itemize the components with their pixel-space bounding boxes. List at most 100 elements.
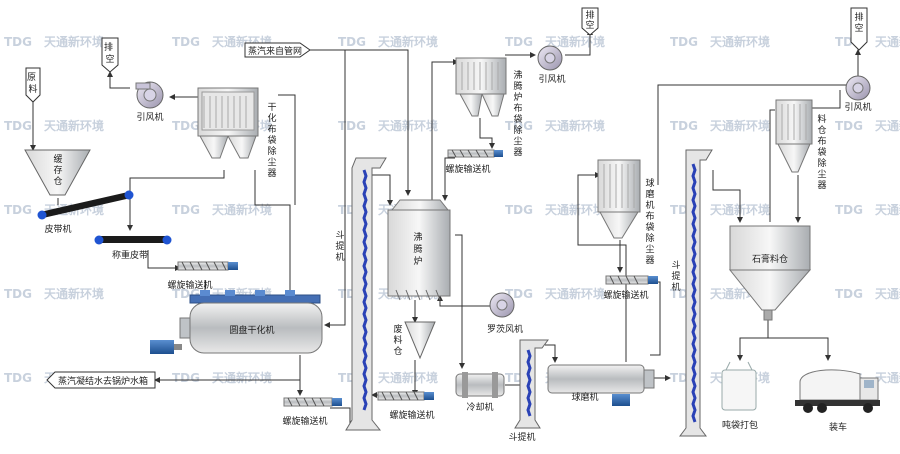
gypsum-bin-label: 石膏料仓 [752, 253, 788, 265]
svg-text:TDG: TDG [172, 203, 200, 217]
bulk-truck: 装车 [795, 369, 880, 433]
svg-text:天通新环境: 天通新环境 [44, 286, 104, 301]
svg-text:TDG: TDG [835, 203, 863, 217]
screw-conveyor-label: 螺旋输送机 [167, 279, 212, 291]
mill-bag-filter: 球磨机布袋除尘器 [597, 159, 655, 266]
svg-text:排空: 排空 [854, 11, 863, 34]
watermark: TDG 天通新环境 [670, 202, 770, 217]
flow-line [712, 170, 743, 223]
induced-draft-fan-right: 引风机 [844, 75, 872, 113]
weigh-belt: 称重皮带 [94, 235, 172, 261]
bucket-elevator-1: 斗提机 [335, 157, 387, 431]
cooler-label: 冷却机 [466, 401, 493, 413]
svg-text:TDG: TDG [505, 119, 533, 133]
buffer-bin: 缓存仓 [24, 149, 91, 196]
flow-line [657, 84, 848, 185]
flow-line [650, 281, 661, 356]
exhaust-marker-left: 排 空 [101, 37, 119, 73]
silo-bag-filter-label: 料仓布袋除尘器 [817, 113, 826, 191]
svg-text:天通新环境: 天通新环境 [378, 370, 438, 385]
roots-blower: 罗茨风机 [487, 292, 523, 335]
ton-bag: 吨袋打包 [721, 361, 758, 431]
svg-text:TDG: TDG [4, 119, 32, 133]
svg-text:TDG: TDG [172, 371, 200, 385]
raw-material-label: 原 料 [27, 72, 39, 95]
screw-conveyor-5: 螺旋输送机 [603, 275, 658, 301]
flow-line [768, 337, 831, 361]
svg-text:天通新环境: 天通新环境 [875, 370, 900, 385]
svg-text:天通新环境: 天通新环境 [545, 286, 605, 301]
flow-line [431, 59, 459, 200]
boiling-furnace-label: 沸腾炉 [413, 231, 422, 267]
condensate-label: 蒸汽凝结水去锅炉水箱 [58, 375, 148, 387]
dryer-bag-filter-label: 干化布袋除尘器 [267, 102, 276, 179]
watermark: TDG 天通新环境 [338, 34, 438, 49]
roots-blower-label: 罗茨风机 [487, 323, 523, 335]
svg-text:排空: 排空 [585, 9, 594, 31]
flow-line [810, 90, 841, 109]
exhaust-marker-right: 排空 [850, 7, 868, 51]
screw-conveyor-2: 螺旋输送机 [282, 397, 342, 427]
watermark: TDG 天通新环境 [835, 118, 900, 133]
watermark: TDG 天通新环境 [172, 370, 272, 385]
waste-bin: 废料仓 [393, 321, 436, 360]
screw-conveyor-4: 螺旋输送机 [377, 391, 435, 421]
svg-text:天通新环境: 天通新环境 [212, 370, 272, 385]
svg-text:天通新环境: 天通新环境 [710, 34, 770, 49]
bucket-elevator-3: 斗提机 [671, 149, 713, 437]
flow-line [769, 109, 775, 222]
bucket-elevator-label: 斗提机 [508, 431, 535, 443]
svg-text:TDG: TDG [835, 287, 863, 301]
screw-conveyor-label: 螺旋输送机 [282, 415, 327, 427]
watermark: TDG 天通新环境 [670, 34, 770, 49]
silo-bag-filter: 料仓布袋除尘器 [775, 99, 827, 191]
fan-label: 引风机 [844, 101, 871, 113]
watermark-logo: TDG [4, 35, 32, 49]
svg-text:TDG: TDG [4, 203, 32, 217]
svg-text:天通新环境: 天通新环境 [875, 118, 900, 133]
flow-line [107, 71, 130, 89]
screw-conveyor-1: 螺旋输送机 [167, 261, 238, 291]
flow-line [310, 49, 346, 328]
svg-text:天通新环境: 天通新环境 [545, 202, 605, 217]
svg-text:天通新环境: 天通新环境 [875, 202, 900, 217]
flow-line [455, 234, 465, 369]
bucket-elevator-label: 斗提机 [335, 230, 344, 263]
svg-text:TDG: TDG [172, 119, 200, 133]
flow-line [545, 344, 558, 363]
watermark: TDG 天通新环境 [835, 286, 900, 301]
flow-line [129, 170, 225, 205]
disc-dryer-label: 圆盘干化机 [229, 324, 274, 336]
svg-text:TDG: TDG [670, 119, 698, 133]
dryer-bag-filter: 干化布袋除尘器 [197, 87, 277, 179]
boiling-bag-filter-label: 沸腾炉布袋除尘器 [513, 69, 522, 158]
ball-mill-label: 球磨机 [571, 391, 598, 403]
flow-line [479, 118, 495, 149]
svg-text:TDG: TDG [4, 287, 32, 301]
mill-bag-filter-label: 球磨机布袋除尘器 [645, 177, 654, 266]
svg-text:排 空: 排 空 [104, 41, 116, 65]
ball-mill: 球磨机 [547, 364, 655, 406]
flow-line [737, 320, 769, 361]
watermark: TDG 天通新环境 [835, 202, 900, 217]
watermark: TDG 天通新环境 [670, 118, 770, 133]
flow-line [442, 157, 455, 201]
watermark: TDG 天通新环境 [4, 118, 104, 133]
weigh-belt-label: 称重皮带 [112, 249, 148, 261]
svg-text:天通新环境: 天通新环境 [44, 118, 104, 133]
truck-label: 装车 [829, 421, 847, 433]
screw-conveyor-label: 螺旋输送机 [603, 289, 648, 301]
svg-text:TDG: TDG [505, 203, 533, 217]
screw-conveyor-3: 螺旋输送机 [445, 149, 503, 175]
flow-line [565, 29, 593, 56]
screw-conveyor-label: 螺旋输送机 [445, 163, 490, 175]
svg-text:TDG: TDG [670, 35, 698, 49]
svg-text:天通新环境: 天通新环境 [875, 286, 900, 301]
waste-bin-label: 废料仓 [393, 323, 402, 357]
belt-conveyor: 皮带机 [37, 190, 134, 235]
raw-material-char-2: 料 [28, 83, 37, 95]
buffer-bin-label: 缓存仓 [53, 153, 62, 187]
flow-line [278, 94, 296, 205]
flow-line [330, 407, 351, 425]
